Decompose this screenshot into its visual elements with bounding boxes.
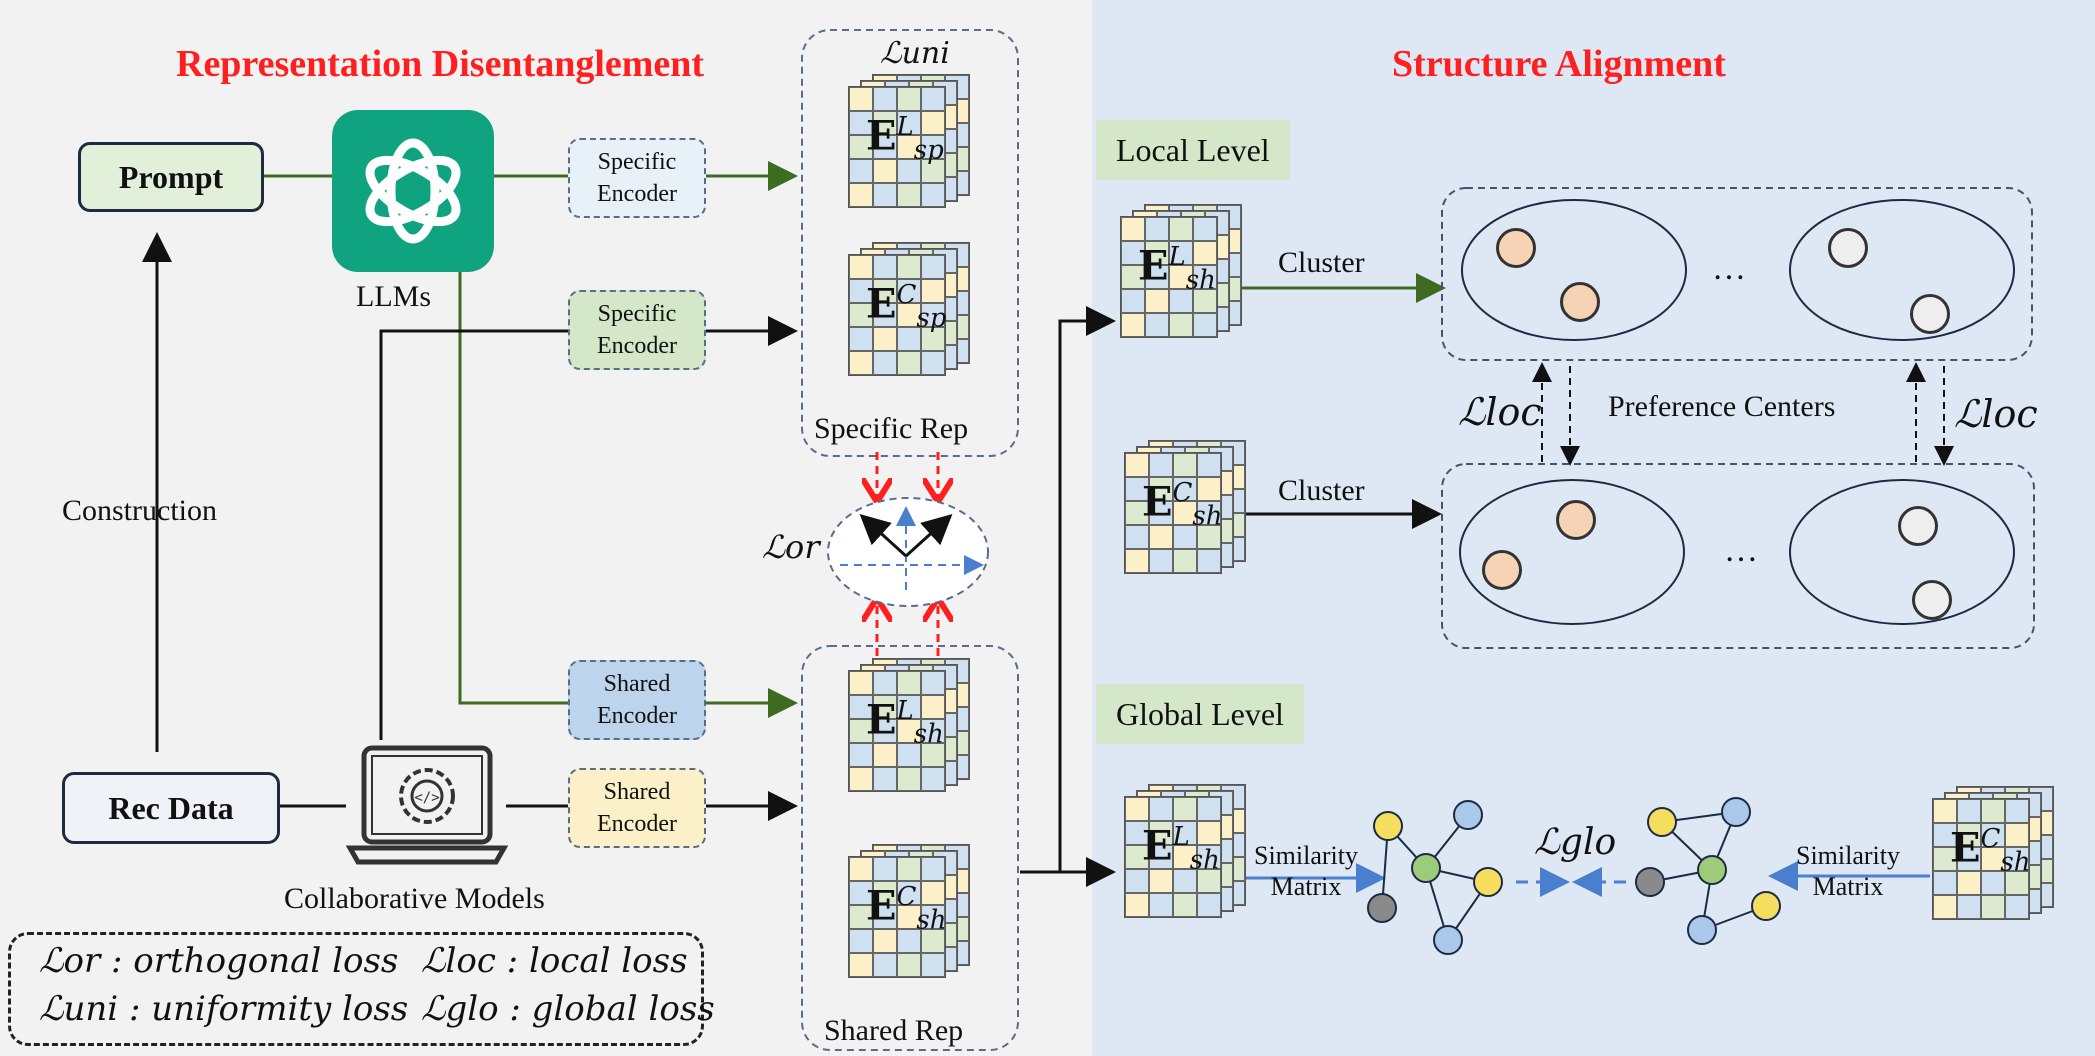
collaborative-models-label: Collaborative Models: [284, 882, 545, 915]
legend-uni: ℒuni : uniformity loss: [39, 989, 409, 1029]
llm-label: LLMs: [356, 280, 431, 313]
llm-to-shared-enc-line: [458, 262, 568, 705]
collab-to-specific-enc-line: [379, 329, 568, 740]
matrix-label-base: E: [1138, 242, 1169, 290]
graph-left: [1367, 800, 1503, 955]
graph-right: [1635, 797, 1781, 945]
user-avatar-icon: [1556, 500, 1596, 540]
shared-encoder-cf: Shared Encoder: [568, 768, 706, 848]
matrix-label: ECsh: [1950, 824, 2031, 877]
openai-logo-icon: [332, 110, 494, 272]
matrix-e-sp-l: ELsp: [848, 74, 970, 210]
matrix-label-base: E: [866, 882, 897, 930]
matrix-label-sup: L: [1168, 242, 1186, 272]
matrix-label-base: E: [1142, 822, 1173, 870]
matrix-label: ELsh: [866, 696, 944, 749]
specific-rep-container: [801, 29, 1019, 457]
title-structure-alignment: Structure Alignment: [1392, 43, 1726, 85]
matrix-e-sh-c: ECsh: [848, 844, 970, 980]
user-avatar-icon: [1496, 228, 1536, 268]
cluster-label-llm: Cluster: [1278, 246, 1365, 279]
rec-data-box: Rec Data: [62, 772, 280, 844]
loss-loc-right: ℒloc: [1954, 392, 2038, 436]
matrix-label-sub: sh: [1185, 265, 1216, 296]
ellipsis-cf: …: [1724, 532, 1758, 569]
legend-box: ℒor : orthogonal loss ℒloc : local loss …: [8, 932, 715, 1046]
ellipsis-llm: …: [1712, 250, 1746, 287]
matrix-label-sup: C: [896, 882, 917, 912]
matrix-label-sub: sp: [916, 303, 947, 334]
matrix-label-sup: L: [896, 112, 914, 142]
preference-cluster: [1789, 479, 2015, 625]
matrix-global-e-sh-l: ELsh: [1124, 784, 1246, 920]
preference-cluster: [1459, 479, 1685, 625]
global-level-tag: Global Level: [1096, 684, 1304, 744]
llm-centers-container: [1441, 187, 2033, 361]
svg-text:</>: </>: [414, 790, 439, 806]
matrix-e-sp-c: ECsp: [848, 242, 970, 378]
matrix-label-sub: sh: [1189, 845, 1220, 876]
matrix-label-base: E: [866, 696, 897, 744]
specific-encoder-llm: Specific Encoder: [568, 138, 706, 218]
matrix-e-sh-l: ELsh: [848, 658, 970, 794]
cf-centers-container: [1441, 463, 2035, 649]
user-avatar-icon: [1898, 506, 1938, 546]
title-representation-disentanglement: Representation Disentanglement: [176, 43, 705, 85]
matrix-label-sub: sh: [916, 905, 947, 936]
loss-or-label: ℒor: [762, 528, 820, 566]
user-avatar-icon: [1560, 282, 1600, 322]
shared-rep-label: Shared Rep: [824, 1014, 964, 1047]
matrix-local-e-sh-l: ELsh: [1120, 204, 1242, 340]
matrix-label-base: E: [866, 112, 897, 160]
orthogonal-ellipse: [827, 497, 989, 607]
user-avatar-icon: [1910, 294, 1950, 334]
shared-encoder-llm: Shared Encoder: [568, 660, 706, 740]
matrix-label-base: E: [1950, 824, 1981, 872]
matrix-global-e-sh-c: ECsh: [1932, 786, 2054, 922]
matrix-label-base: E: [866, 280, 897, 328]
matrix-label-sub: sh: [1192, 501, 1223, 532]
matrix-label: ECsh: [1142, 478, 1223, 531]
shared-to-local-arrow: [1058, 306, 1116, 872]
matrix-label: ELsp: [866, 112, 944, 165]
matrix-label-sub: sp: [913, 135, 944, 166]
matrix-label-sup: C: [1172, 478, 1193, 508]
legend-glo: ℒglo : global loss: [421, 989, 715, 1029]
matrix-label-sup: C: [896, 280, 917, 310]
matrix-label-sub: sh: [2000, 847, 2031, 878]
cluster-label-cf: Cluster: [1278, 474, 1365, 507]
specific-rep-label: Specific Rep: [814, 412, 969, 445]
user-avatar-icon: [1912, 580, 1952, 620]
preference-centers-label: Preference Centers: [1608, 390, 1836, 423]
matrix-label-sup: C: [1980, 824, 2001, 854]
laptop-code-icon: </>: [346, 744, 508, 868]
matrix-label-sub: sh: [913, 719, 944, 750]
matrix-label: ECsh: [866, 882, 947, 935]
matrix-label-base: E: [1142, 478, 1173, 526]
matrix-label-sup: L: [896, 696, 914, 726]
construction-label: Construction: [62, 494, 217, 527]
matrix-label-sup: L: [1172, 822, 1190, 852]
matrix-local-e-sh-c: ECsh: [1124, 440, 1246, 576]
similarity-matrix-left: Similarity Matrix: [1254, 841, 1358, 902]
loss-glo-label: ℒglo: [1534, 822, 1617, 863]
matrix-label: ELsh: [1142, 822, 1220, 875]
user-avatar-icon: [1828, 228, 1868, 268]
legend-or: ℒor : orthogonal loss: [39, 941, 399, 981]
legend-loc: ℒloc : local loss: [421, 941, 688, 981]
loss-loc-left: ℒloc: [1458, 390, 1542, 434]
similarity-matrix-right: Similarity Matrix: [1796, 841, 1900, 902]
shared-rep-container: [801, 645, 1019, 1051]
prompt-box: Prompt: [78, 142, 264, 212]
preference-cluster: [1789, 199, 2015, 341]
matrix-label: ELsh: [1138, 242, 1216, 295]
matrix-label: ECsp: [866, 280, 946, 333]
local-level-tag: Local Level: [1096, 120, 1290, 180]
user-avatar-icon: [1482, 550, 1522, 590]
specific-encoder-cf: Specific Encoder: [568, 290, 706, 370]
loss-uni-label: ℒuni: [880, 36, 950, 71]
